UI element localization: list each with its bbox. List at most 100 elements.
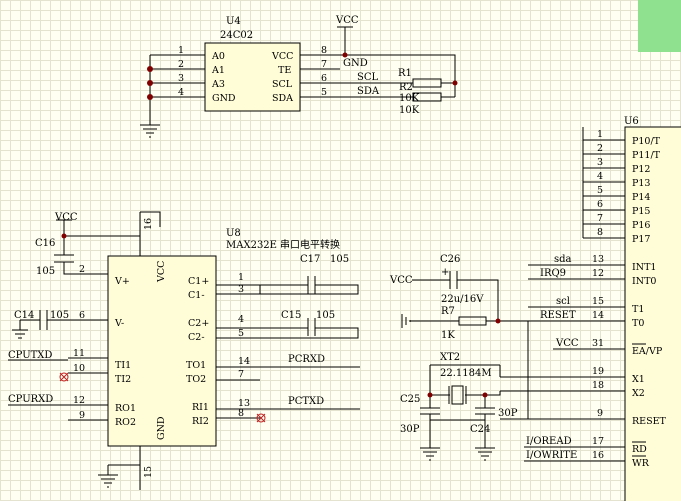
u6-pin-num: 16 bbox=[592, 450, 604, 461]
u6-body bbox=[624, 126, 681, 501]
u6-pin-name: WR bbox=[632, 458, 650, 469]
accent-panel bbox=[638, 0, 681, 52]
no-connect-icon bbox=[59, 372, 69, 382]
u6-pin-num: 12 bbox=[592, 268, 604, 279]
u8-vcc-label: VCC bbox=[54, 212, 78, 223]
u8-pin-num: 6 bbox=[79, 310, 85, 321]
u8-pin-name: V- bbox=[114, 318, 124, 329]
u4-part: 24C02 bbox=[220, 30, 253, 41]
u6-pin-name: INT1 bbox=[632, 262, 656, 273]
pcrxd-net: PCRXD bbox=[288, 354, 325, 365]
xt2-crystal bbox=[451, 385, 464, 405]
junction-dot bbox=[482, 392, 488, 398]
c25-capacitor bbox=[420, 395, 440, 448]
u8-pin-num: 9 bbox=[79, 410, 85, 421]
u6-pin-num: 8 bbox=[597, 227, 603, 238]
c25-value: 30P bbox=[400, 424, 420, 435]
u6-pin-num: 31 bbox=[592, 338, 604, 349]
u4-pin-num: 6 bbox=[321, 73, 327, 84]
junction-dot bbox=[495, 318, 501, 324]
u4-scl-net: SCL bbox=[357, 72, 379, 83]
u6-pin-name: P11/T bbox=[632, 150, 661, 161]
u8-pin-name: RO1 bbox=[115, 403, 136, 414]
c14-wires bbox=[12, 319, 65, 339]
u6-pin-num: 2 bbox=[597, 143, 603, 154]
c14-value: 105 bbox=[50, 310, 69, 321]
u6-pin-name: P16 bbox=[632, 220, 650, 231]
xtal-x1-wire bbox=[430, 364, 501, 377]
u8-pin-num: 12 bbox=[73, 395, 85, 406]
u6-rdwr-wires bbox=[524, 446, 625, 462]
junction-dot bbox=[427, 392, 433, 398]
c24-value: 30P bbox=[498, 408, 518, 419]
reset-net: RESET bbox=[540, 310, 576, 321]
ea-vcc-net: VCC bbox=[555, 338, 579, 349]
u4-vcc-label: VCC bbox=[335, 15, 359, 26]
u8-pin-num: 2 bbox=[79, 264, 85, 275]
u6-clock-reset-wires bbox=[500, 376, 625, 420]
c24-ref: C24 bbox=[470, 424, 490, 435]
u8-pin-name: C2- bbox=[188, 332, 205, 343]
u8-pin-name: RO2 bbox=[115, 417, 136, 428]
u6-pin-num: 3 bbox=[597, 157, 603, 168]
u4-pin-name: A0 bbox=[211, 51, 225, 62]
u8-ref: U8 bbox=[226, 228, 241, 239]
u6-control-wires bbox=[528, 264, 625, 350]
c14-capacitor bbox=[39, 310, 48, 330]
u8-pin-name: RI2 bbox=[192, 416, 209, 427]
u6-mcu: U6 1 2 3 4 5 6 7 8 P10/T P11/T P12 P13 P… bbox=[500, 116, 681, 501]
u8-pin-num: 1 bbox=[238, 272, 244, 283]
u8-right-pin-lines bbox=[216, 284, 260, 419]
u6-pin-name: X1 bbox=[632, 374, 645, 385]
u4-pin-num: 1 bbox=[178, 45, 184, 56]
xt2-value: 22.1184M bbox=[440, 368, 492, 379]
u4-pin-name: VCC bbox=[271, 51, 293, 62]
pctxd-net: PCTXD bbox=[288, 396, 324, 407]
u8-pin-name: GND bbox=[156, 416, 167, 440]
u6-pin-name: RD bbox=[632, 444, 647, 455]
junction-dot bbox=[147, 80, 153, 86]
u8-pin-num: 13 bbox=[238, 398, 250, 409]
sda-net: sda bbox=[554, 254, 572, 265]
u6-pin-num: 5 bbox=[597, 185, 603, 196]
junction-dot bbox=[147, 94, 153, 100]
ground-icon bbox=[401, 314, 411, 328]
ground-icon bbox=[98, 465, 118, 488]
c17-ref: C17 bbox=[300, 254, 320, 265]
u4-ref: U4 bbox=[226, 16, 241, 27]
junction-dot bbox=[147, 66, 153, 72]
u6-pin-num: 7 bbox=[597, 213, 603, 224]
c14-ref: C14 bbox=[14, 310, 34, 321]
u4-gnd-net: GND bbox=[343, 58, 368, 69]
irq9-net: IRQ9 bbox=[540, 268, 566, 279]
u8-desc: 串口电平转换 bbox=[280, 238, 340, 251]
junction-dot bbox=[452, 80, 458, 86]
u8-pin-num: 14 bbox=[238, 356, 250, 367]
no-connect-icon bbox=[256, 413, 266, 423]
c15-value: 105 bbox=[316, 310, 335, 321]
c17-capacitor bbox=[307, 276, 316, 294]
u8-pin-name: TO1 bbox=[186, 360, 206, 371]
r2-value: 10K bbox=[399, 105, 420, 116]
junction-dot bbox=[61, 233, 67, 239]
xt2-plates bbox=[448, 386, 467, 404]
cputxd-net: CPUTXD bbox=[8, 350, 52, 361]
r7-value: 1K bbox=[441, 330, 455, 341]
u4-pin-num: 5 bbox=[321, 87, 327, 98]
u6-pin-name: X2 bbox=[632, 388, 645, 399]
u8-pin-num: 4 bbox=[238, 314, 244, 325]
u8-pin-name: TI1 bbox=[115, 360, 131, 371]
u8-pin-num: 7 bbox=[238, 369, 244, 380]
r7-ref: R7 bbox=[441, 306, 455, 317]
u4-pin-num: 3 bbox=[178, 73, 184, 84]
u4-pin-name: SDA bbox=[272, 93, 293, 104]
u6-pin-name: P12 bbox=[632, 164, 650, 175]
u6-pin-num: 17 bbox=[592, 436, 604, 447]
u6-pin-name: T0 bbox=[632, 318, 644, 329]
u8-pin-num: 10 bbox=[73, 363, 85, 374]
u6-pin-name: P10/T bbox=[632, 136, 661, 147]
u4-sda-net: SDA bbox=[357, 86, 380, 97]
r1-ref: R1 bbox=[398, 68, 412, 79]
u8-pin-num: 8 bbox=[238, 408, 244, 419]
